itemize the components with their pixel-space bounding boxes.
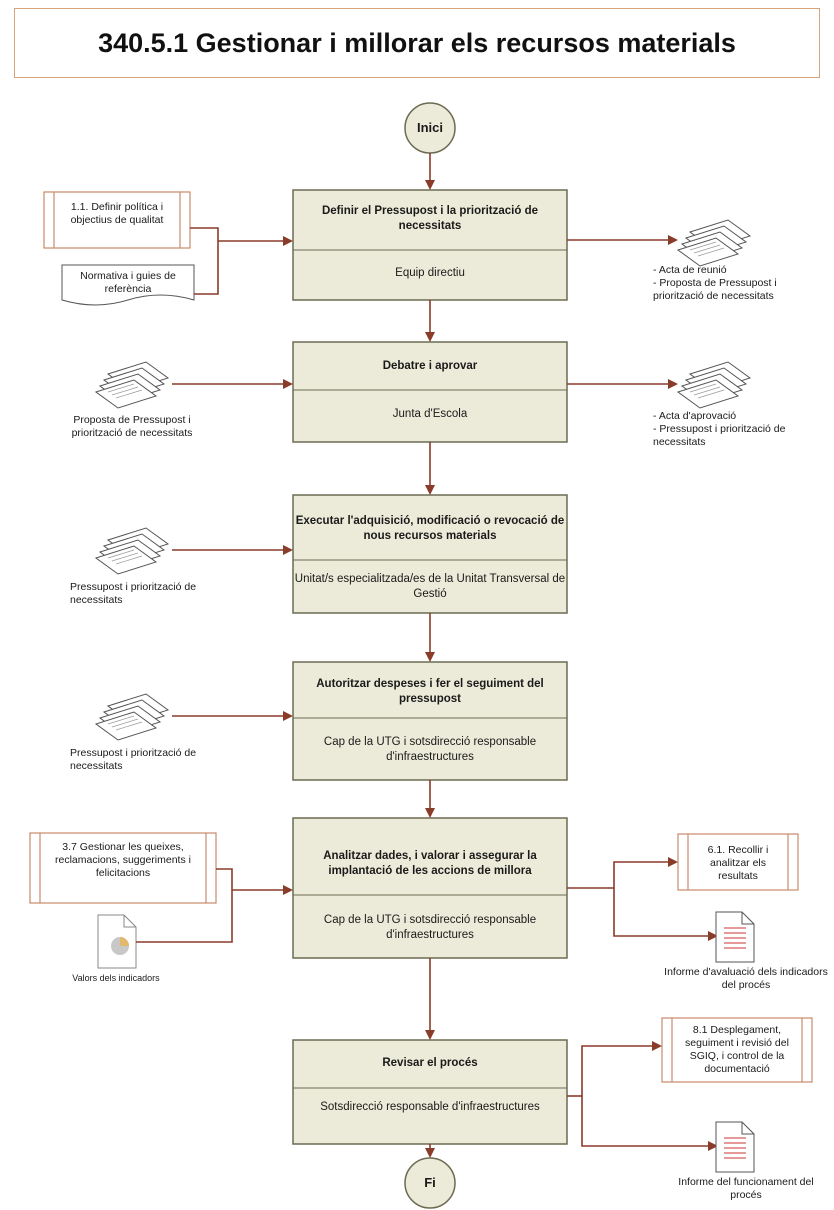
step-2-role: Junta d'Escola <box>392 408 468 420</box>
input-doc-normativa-label: Normativa i guies de referència <box>80 270 176 295</box>
end-terminal <box>404 1157 456 1209</box>
input-process-3-7-label: 3.7 Gestionar les queixes, reclamacions,… <box>55 841 191 879</box>
process-box-6 <box>292 1039 568 1145</box>
output-doc-5-label: Informe d'avaluació dels indicadors del … <box>664 966 828 991</box>
step-1-role: Equip directiu <box>395 267 465 279</box>
output-process-8-1 <box>661 1017 813 1083</box>
output-arrow <box>613 857 678 888</box>
output-doc-stack-2 <box>677 361 751 409</box>
step-3-title: Executar l'adquisició, modificació o rev… <box>295 515 565 542</box>
input-doc-stack-2 <box>95 361 169 409</box>
output-docs-2-label: - Acta d'aprovació - Pressupost i priori… <box>653 410 786 448</box>
process-box-3 <box>292 494 568 614</box>
input-doc-4-label: Pressupost i priorització de necessitats <box>70 747 197 772</box>
input-doc-stack-3 <box>95 527 169 575</box>
output-arrow <box>613 888 718 941</box>
output-arrow <box>581 1096 718 1151</box>
step-6-role: Sotsdirecció responsable d'infraestructu… <box>320 1101 540 1113</box>
diagram-title-box: 340.5.1 Gestionar i millorar els recurso… <box>14 8 820 78</box>
connector <box>190 227 219 295</box>
start-label: Inici <box>416 120 443 135</box>
output-doc-page-6 <box>715 1121 755 1173</box>
step-3-role: Unitat/s especialitzada/es de la Unitat … <box>294 573 566 600</box>
output-arrow <box>581 1041 662 1096</box>
output-process-8-1-label: 8.1 Desplegament, seguiment i revisió de… <box>685 1024 789 1075</box>
output-process-6-1-label: 6.1. Recollir i analitzar els resultats <box>707 844 769 882</box>
step-4-title: Autoritzar despeses i fer el seguiment d… <box>316 678 544 705</box>
output-doc-stack-1 <box>677 219 751 267</box>
input-doc-normativa <box>61 264 195 306</box>
input-doc-stack-4 <box>95 693 169 741</box>
input-doc-2-label: Proposta de Pressupost i priorització de… <box>71 414 193 439</box>
output-doc-page-5 <box>715 911 755 963</box>
step-1-title: Definir el Pressupost i la priorització … <box>321 205 538 232</box>
output-process-6-1 <box>677 833 799 891</box>
step-5-title: Analitzar dades, i valorar i assegurar l… <box>323 850 537 877</box>
input-doc-indicators-label: Valors dels indicadors <box>72 973 160 983</box>
input-doc-3-label: Pressupost i priorització de necessitats <box>70 581 197 606</box>
step-5-role: Cap de la UTG i sotsdirecció responsable… <box>323 914 537 941</box>
output-docs-1-label: - Acta de reunió - Proposta de Pressupos… <box>653 264 777 302</box>
process-box-2 <box>292 341 568 443</box>
output-doc-6-label: Informe del funcionament del procés <box>678 1176 814 1201</box>
step-6-title: Revisar el procés <box>382 1057 478 1069</box>
connector <box>136 868 233 943</box>
input-process-1-1 <box>43 191 191 249</box>
step-4-role: Cap de la UTG i sotsdirecció responsable… <box>323 736 537 763</box>
diagram-title: 340.5.1 Gestionar i millorar els recurso… <box>98 27 736 58</box>
input-process-1-1-label: 1.1. Definir política i objectius de qua… <box>70 201 164 226</box>
step-2-title: Debatre i aprovar <box>382 360 478 372</box>
input-doc-indicators <box>97 914 137 969</box>
input-process-3-7 <box>29 832 217 904</box>
process-box-4 <box>292 661 568 781</box>
end-label: Fi <box>424 1175 436 1190</box>
